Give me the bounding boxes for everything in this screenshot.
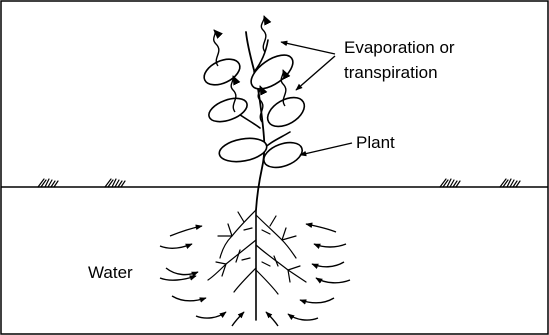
- label-plant: Plant: [356, 133, 395, 152]
- label-water: Water: [88, 263, 133, 282]
- label-evaporation-line1: Evaporation or: [344, 38, 455, 57]
- label-evaporation-line2: transpiration: [344, 63, 438, 82]
